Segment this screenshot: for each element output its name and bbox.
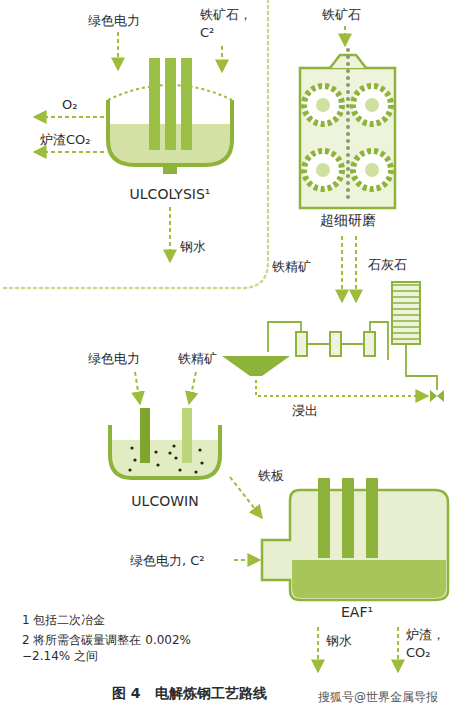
output-arrow xyxy=(34,151,104,153)
unit-name: ULCOLYSIS¹ xyxy=(130,186,211,203)
input-arrow xyxy=(189,372,196,404)
flow-label: 石灰石 xyxy=(368,256,407,274)
roller xyxy=(353,151,391,189)
particle xyxy=(178,468,181,471)
input-arrow xyxy=(344,26,346,46)
process-unit: ULCOLYSIS¹ xyxy=(95,55,245,205)
divider-line xyxy=(0,0,268,288)
flow-label: 铁矿石， C² xyxy=(200,6,248,41)
input-arrow xyxy=(117,32,119,70)
electrode xyxy=(366,478,378,558)
process-unit: ULCOWIN xyxy=(100,412,230,512)
cell-liquid xyxy=(110,440,220,478)
leach-tank xyxy=(364,332,375,356)
roller xyxy=(353,86,391,124)
particle xyxy=(133,458,136,461)
output-arrow xyxy=(397,627,399,672)
particle xyxy=(174,456,177,459)
roller xyxy=(304,151,342,189)
leach-flow xyxy=(256,380,428,396)
iron-particles xyxy=(128,444,203,473)
electrode xyxy=(182,408,192,463)
output-arrow xyxy=(169,207,171,262)
leach-tank xyxy=(330,332,341,356)
connector-label: 铁板 xyxy=(256,468,286,485)
flow-label: 绿色电力, C² xyxy=(130,552,205,570)
flow-label: 铁精矿 xyxy=(178,350,217,368)
eaf-vessel xyxy=(262,490,448,600)
cell-vessel xyxy=(110,425,220,478)
input-arrow xyxy=(234,559,260,561)
particle xyxy=(168,451,171,454)
electrode xyxy=(149,58,160,150)
output-arrow xyxy=(317,627,319,672)
flow-arrow xyxy=(341,236,343,302)
flow-label: 钢水 xyxy=(326,632,352,650)
flow-label: 浸出 xyxy=(292,402,318,420)
input-arrow xyxy=(135,372,140,404)
roller-hub xyxy=(365,163,379,177)
particle xyxy=(128,468,131,471)
flow-label: 炉渣， CO₂ xyxy=(406,626,450,661)
particle xyxy=(172,444,175,447)
flow-label: 绿色电力 xyxy=(88,350,140,368)
unit-name: 超细研磨 xyxy=(320,212,376,229)
footnote: 1 包括二次冶金 xyxy=(22,612,105,628)
particle xyxy=(198,448,201,451)
roller-hub xyxy=(316,163,330,177)
particle xyxy=(200,461,203,464)
flow-label: 钢水 xyxy=(180,238,206,256)
unit-name: ULCOWIN xyxy=(131,493,198,510)
output-arrow xyxy=(34,116,104,118)
process-unit: EAF¹ xyxy=(262,488,452,623)
input-arrow xyxy=(221,46,223,72)
mill-rollers xyxy=(304,86,391,189)
flow-label: 铁矿石 xyxy=(322,6,361,24)
hopper xyxy=(222,356,290,376)
figure-caption: 图 4 电解炼钢工艺路线 xyxy=(112,685,267,703)
flow-label: 铁精矿 xyxy=(272,258,311,276)
ore-stream xyxy=(346,50,350,204)
electrode xyxy=(318,478,330,558)
unit-name: EAF¹ xyxy=(341,604,373,621)
tap-spout xyxy=(163,165,177,174)
leach-piping xyxy=(268,322,437,390)
particle xyxy=(156,463,159,466)
roller-hub xyxy=(365,98,379,112)
roller xyxy=(304,86,342,124)
particle xyxy=(154,450,157,453)
flow-label: 绿色电力 xyxy=(88,12,140,30)
particle xyxy=(194,470,197,473)
flow-label: 炉渣CO₂ xyxy=(40,131,91,149)
mill-housing xyxy=(300,68,395,208)
limestone-column xyxy=(392,282,420,344)
watermark: 搜狐号@世界金属导报 xyxy=(318,689,438,705)
process-unit: 超细研磨 xyxy=(295,45,400,231)
steel-bath xyxy=(292,560,446,598)
roller-hub xyxy=(316,98,330,112)
footnote: 2 将所需含碳量调整在 0.002%−2.14% 之间 xyxy=(22,632,197,664)
particle xyxy=(130,446,133,449)
valve-symbol xyxy=(430,390,444,402)
electrode xyxy=(140,408,150,463)
leach-tank xyxy=(296,332,307,356)
electrode xyxy=(181,58,192,150)
flow-label: O₂ xyxy=(62,96,77,114)
flow-arrow xyxy=(355,236,357,302)
electrode xyxy=(342,478,354,558)
electrode xyxy=(165,58,176,150)
